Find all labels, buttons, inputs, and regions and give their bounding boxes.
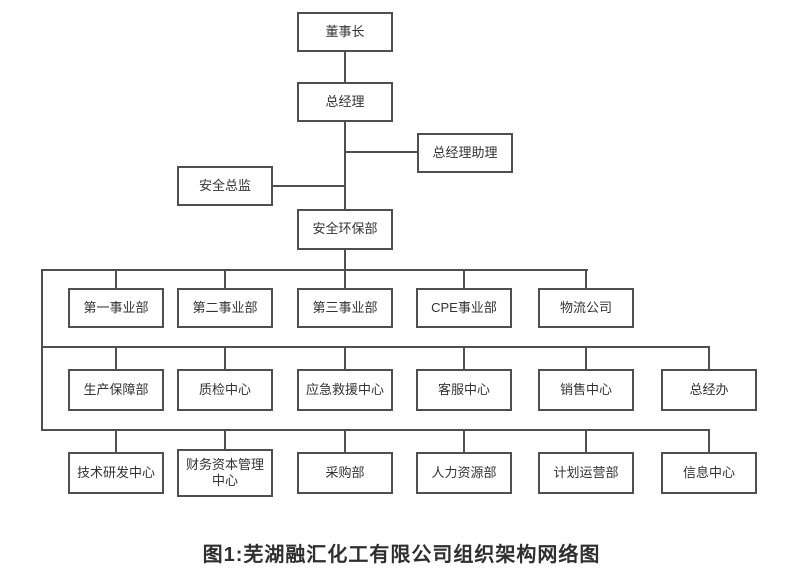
connector-stub-row2-col3 bbox=[344, 346, 346, 369]
org-node-division-2: 第二事业部 bbox=[177, 288, 273, 328]
org-node-division-3: 第三事业部 bbox=[297, 288, 393, 328]
org-node-gm-assistant: 总经理助理 bbox=[417, 133, 513, 173]
org-node-division-1: 第一事业部 bbox=[68, 288, 164, 328]
connector-stub-row3-col4 bbox=[463, 429, 465, 452]
connector-stub-row3-col2 bbox=[224, 429, 226, 449]
figure-caption: 图1:芜湖融汇化工有限公司组织架构网络图 bbox=[202, 544, 601, 566]
connector-left-spine bbox=[41, 269, 43, 431]
org-node-planning-operations-dept: 计划运营部 bbox=[538, 452, 634, 494]
org-node-sales-center: 销售中心 bbox=[538, 369, 634, 411]
org-node-emergency-rescue-center: 应急救援中心 bbox=[297, 369, 393, 411]
connector-bus-row3 bbox=[41, 429, 710, 431]
connector-stub-row2-col6 bbox=[708, 346, 710, 369]
connector-bus-row2 bbox=[41, 346, 710, 348]
org-node-hr-dept: 人力资源部 bbox=[416, 452, 512, 494]
connector-stub-row2-col1 bbox=[115, 346, 117, 369]
org-node-logistics-company: 物流公司 bbox=[538, 288, 634, 328]
connector-stub-row1-col3 bbox=[344, 269, 346, 288]
connector-branch-safety-director bbox=[273, 185, 345, 187]
org-node-safety-director: 安全总监 bbox=[177, 166, 273, 206]
connector-stub-row3-col1 bbox=[115, 429, 117, 452]
org-node-cpe-division: CPE事业部 bbox=[416, 288, 512, 328]
org-node-production-support-dept: 生产保障部 bbox=[68, 369, 164, 411]
connector-stub-row3-col5 bbox=[585, 429, 587, 452]
org-node-finance-capital-mgmt-center: 财务资本管理中心 bbox=[177, 449, 273, 497]
connector-stub-row3-col3 bbox=[344, 429, 346, 452]
connector-branch-gm-assistant bbox=[345, 151, 417, 153]
connector-stub-row1-col1 bbox=[115, 269, 117, 288]
org-node-tech-rd-center: 技术研发中心 bbox=[68, 452, 164, 494]
connector-env-to-bus1 bbox=[344, 249, 346, 271]
connector-chairman-gm bbox=[344, 52, 346, 82]
connector-stub-row1-col2 bbox=[224, 269, 226, 288]
org-node-information-center: 信息中心 bbox=[661, 452, 757, 494]
connector-stub-row1-col4 bbox=[463, 269, 465, 288]
connector-stub-row2-col2 bbox=[224, 346, 226, 369]
org-node-customer-service-center: 客服中心 bbox=[416, 369, 512, 411]
connector-stub-row1-col5 bbox=[585, 269, 587, 288]
org-node-chairman: 董事长 bbox=[297, 12, 393, 52]
connector-stub-row3-col6 bbox=[708, 429, 710, 452]
org-node-safety-env-dept: 安全环保部 bbox=[297, 209, 393, 250]
org-node-gm-office: 总经办 bbox=[661, 369, 757, 411]
connector-bus-row1 bbox=[41, 269, 588, 271]
connector-stub-row2-col4 bbox=[463, 346, 465, 369]
connector-gm-trunk bbox=[344, 122, 346, 209]
org-node-general-manager: 总经理 bbox=[297, 82, 393, 122]
org-node-purchasing-dept: 采购部 bbox=[297, 452, 393, 494]
org-node-quality-inspection-center: 质检中心 bbox=[177, 369, 273, 411]
connector-stub-row2-col5 bbox=[585, 346, 587, 369]
